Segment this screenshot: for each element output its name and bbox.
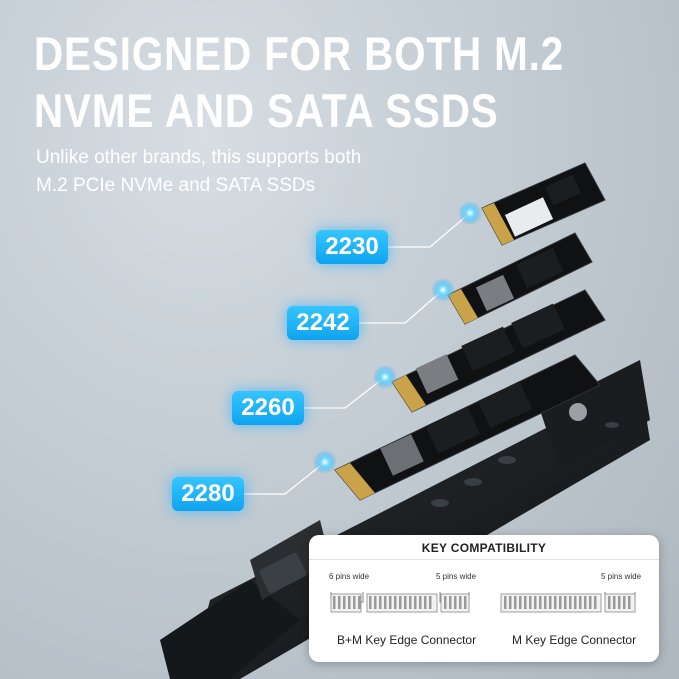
m-key-connector	[500, 592, 636, 613]
bm-left-pins-label: 6 pins wide	[329, 572, 370, 581]
bm-key-label: B+M Key Edge Connector	[337, 633, 477, 647]
leader-lines	[244, 212, 471, 495]
subheadline-line-1: Unlike other brands, this supports both	[36, 147, 362, 168]
size-badge-2242: 2242	[287, 306, 359, 340]
bm-key-connector	[330, 592, 470, 613]
enclosure	[160, 360, 650, 679]
subheadline-line-2: M.2 PCIe NVMe and SATA SSDs	[36, 175, 316, 196]
size-badge-2280: 2280	[172, 477, 244, 511]
m-right-pins-label: 5 pins wide	[601, 572, 642, 581]
headline-line-2: NVME AND SATA SSDS	[34, 84, 499, 137]
bm-right-pins-label: 5 pins wide	[436, 572, 477, 581]
ssd-2242	[447, 232, 593, 325]
key-compatibility-title: KEY COMPATIBILITY	[421, 541, 547, 555]
panel-divider	[309, 559, 659, 560]
size-badge-2230: 2230	[316, 230, 388, 264]
size-badge-2260: 2260	[232, 391, 304, 425]
ssd-2280	[334, 354, 601, 501]
edge-connector-diagrams	[330, 592, 636, 613]
glow-dots	[313, 201, 482, 474]
ssd-2260	[391, 289, 606, 413]
ssd-2230	[481, 162, 606, 246]
m-key-label: M Key Edge Connector	[512, 633, 637, 647]
headline-line-1: DESIGNED FOR BOTH M.2	[34, 27, 565, 80]
key-compatibility-panel: KEY COMPATIBILITY 6 pins wide 5 pins wid…	[309, 535, 659, 662]
